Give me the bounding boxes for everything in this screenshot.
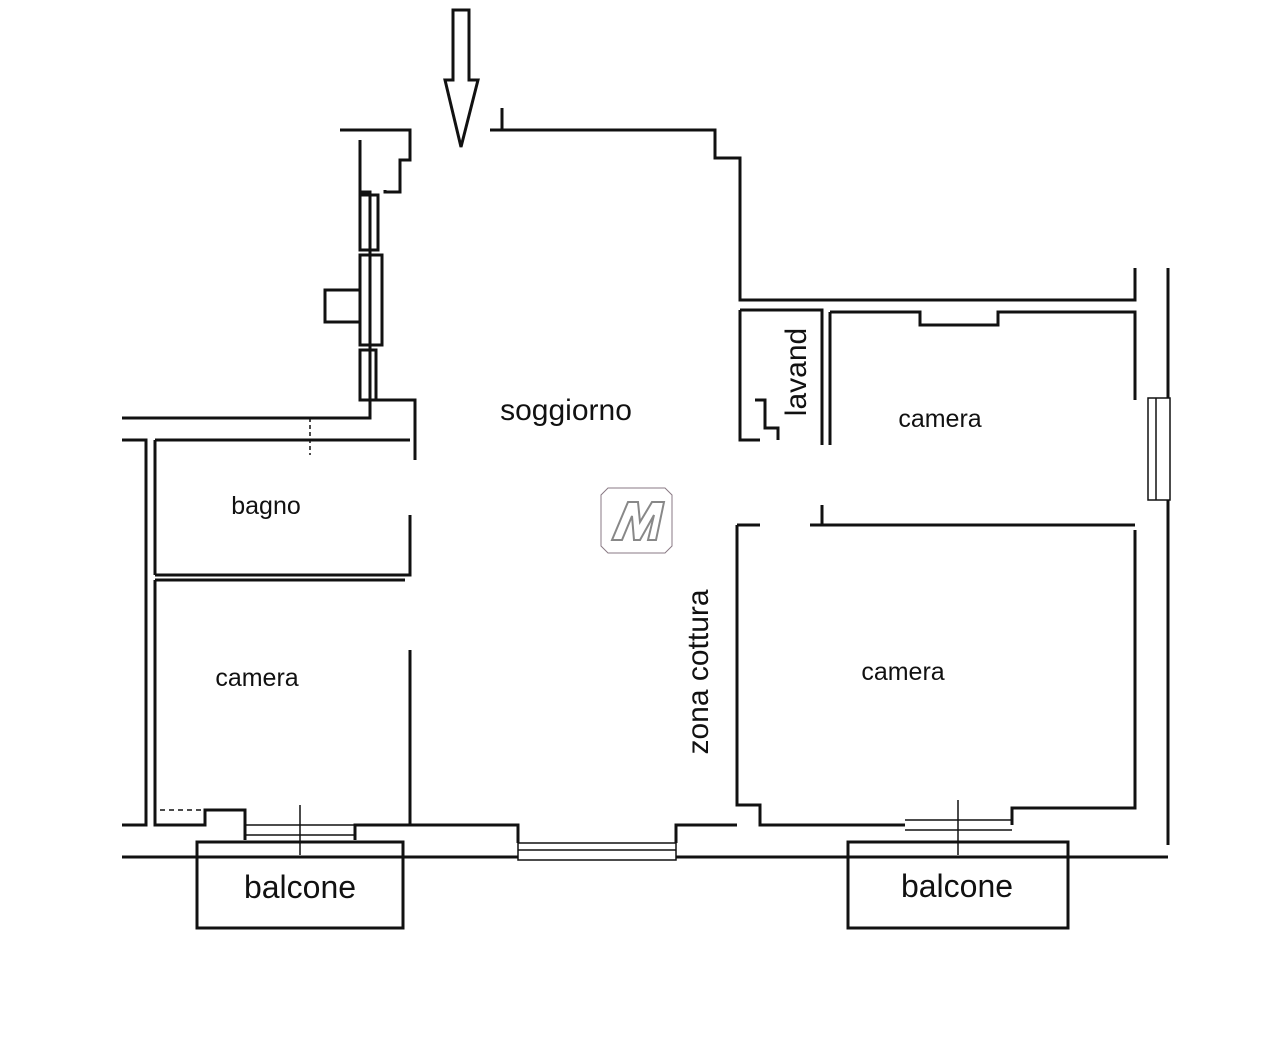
walls: [122, 108, 1171, 930]
label-balcone-right: balcone: [901, 868, 1013, 904]
room-labels: soggiorno bagno camera camera camera lav…: [215, 328, 1013, 905]
label-camera-top-right: camera: [898, 405, 981, 433]
label-balcone-left: balcone: [244, 869, 356, 905]
label-soggiorno: soggiorno: [500, 394, 632, 427]
entrance-arrow-icon: [443, 8, 480, 148]
label-zona-cottura: zona cottura: [682, 589, 715, 754]
label-bagno: bagno: [231, 492, 301, 520]
label-camera-bottom-right: camera: [861, 658, 944, 686]
logo: [600, 487, 673, 554]
label-camera-left: camera: [215, 664, 298, 692]
label-lavand: lavand: [780, 328, 813, 416]
